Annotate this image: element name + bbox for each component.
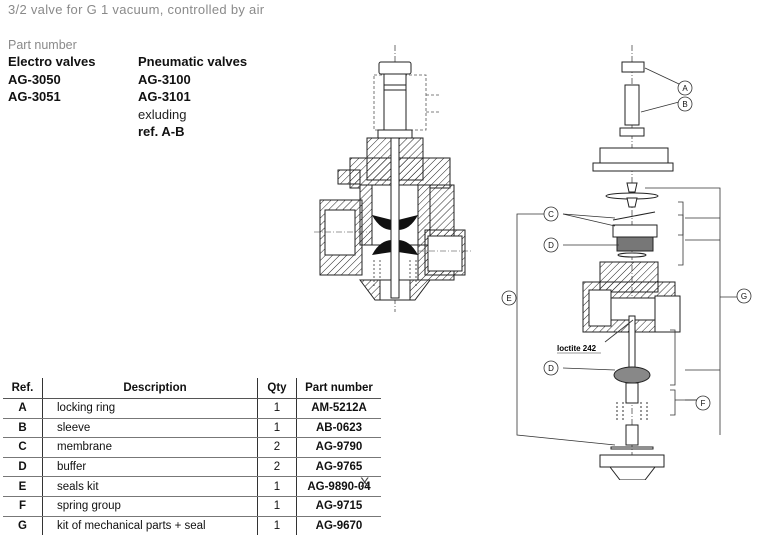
- handwritten-x-mark: X: [360, 474, 370, 490]
- armature-tube: [377, 61, 413, 139]
- cell-description: spring group: [42, 496, 258, 517]
- stem: [628, 315, 636, 373]
- table-row: F spring group 1 AG-9715: [3, 496, 381, 517]
- pneumatic-part-number: AG-3100: [138, 71, 191, 87]
- leader-lines: [516, 67, 737, 446]
- cell-description: buffer: [42, 457, 258, 478]
- part-number-label: Part number: [8, 38, 77, 52]
- exploded-view-drawing: A B C D D E F G loctite 242: [501, 45, 752, 480]
- table-row: A locking ring 1 AM-5212A: [3, 398, 381, 419]
- electro-part-number: AG-3051: [8, 89, 61, 104]
- electro-valves-heading: Electro valves: [8, 54, 96, 69]
- cell-ref: D: [3, 457, 43, 478]
- exploded-parts: [582, 61, 681, 480]
- cell-ref: G: [3, 516, 43, 536]
- cell-part-number: AM-5212A: [296, 398, 381, 419]
- callout-g: G: [741, 292, 747, 301]
- parts-table: Ref. Description Qty Part number A locki…: [3, 378, 381, 536]
- cell-ref: E: [3, 476, 43, 497]
- callout-a: A: [682, 84, 688, 93]
- callout-c: C: [548, 210, 554, 219]
- table-header-row: Ref. Description Qty Part number: [3, 378, 381, 399]
- cell-part-number: AG-9715: [296, 496, 381, 517]
- callout-e: E: [506, 294, 511, 303]
- header-qty: Qty: [257, 378, 297, 399]
- table-row: B sleeve 1 AB-0623: [3, 418, 381, 439]
- callout-d: D: [548, 364, 554, 373]
- head-plate: [599, 147, 669, 164]
- cell-ref: F: [3, 496, 43, 517]
- springs: [373, 260, 417, 288]
- cell-qty: 1: [257, 496, 297, 517]
- cell-description: kit of mechanical parts + seal: [42, 516, 258, 536]
- cell-ref: A: [3, 398, 43, 419]
- header-description: Description: [42, 378, 258, 399]
- exclusion-ref: ref. A-B: [138, 124, 185, 139]
- header-part-number: Part number: [296, 378, 381, 399]
- cell-description: seals kit: [42, 476, 258, 497]
- header-ref: Ref.: [3, 378, 43, 399]
- callout-f: F: [701, 399, 706, 408]
- cell-qty: 1: [257, 516, 297, 536]
- cell-part-number: AG-9765: [296, 457, 381, 478]
- cell-qty: 1: [257, 476, 297, 497]
- pneumatic-valves-column: Pneumatic valves AG-3100 AG-3101 exludin…: [138, 53, 247, 141]
- stem: [390, 137, 400, 299]
- cell-qty: 2: [257, 457, 297, 478]
- callout-b: B: [682, 100, 687, 109]
- cell-description: membrane: [42, 437, 258, 458]
- document-title: 3/2 valve for G 1 vacuum, controlled by …: [8, 2, 265, 17]
- table-row: D buffer 2 AG-9765: [3, 457, 381, 478]
- table-row: C membrane 2 AG-9790: [3, 437, 381, 458]
- pneumatic-part-number: AG-3101: [138, 89, 191, 104]
- cell-part-number: AG-9670: [315, 519, 363, 532]
- table-row: E seals kit 1 AG-9890-04: [3, 476, 381, 497]
- cell-part-number: AG-9890-04: [296, 476, 381, 497]
- cell-description: locking ring: [42, 398, 258, 419]
- electro-valves-column: Electro valves AG-3050 AG-3051: [8, 53, 95, 106]
- cell-qty: 1: [257, 418, 297, 439]
- cell-ref: B: [3, 418, 43, 439]
- cell-ref: C: [3, 437, 43, 458]
- pneumatic-valves-heading: Pneumatic valves: [138, 54, 248, 69]
- callout-d: D: [548, 241, 554, 250]
- cell-description: sleeve: [42, 418, 258, 439]
- electro-part-number: AG-3050: [8, 71, 61, 87]
- cross-section-drawing: [314, 45, 472, 312]
- port-axes: [314, 231, 472, 252]
- table-row: G kit of mechanical parts + seal 1 AG-96…: [3, 516, 381, 536]
- cell-part-number: AG-9790: [296, 437, 381, 458]
- exclusion-note: exluding: [138, 106, 187, 122]
- cell-part-number: AB-0623: [296, 418, 381, 439]
- membranes: [372, 215, 418, 255]
- cell-qty: 1: [257, 398, 297, 419]
- loctite-annotation: loctite 242: [557, 344, 597, 353]
- callouts: [501, 80, 752, 411]
- cell-qty: 2: [257, 437, 297, 458]
- sleeve: [624, 84, 640, 126]
- locking-ring: [621, 61, 645, 73]
- springs: [616, 402, 648, 420]
